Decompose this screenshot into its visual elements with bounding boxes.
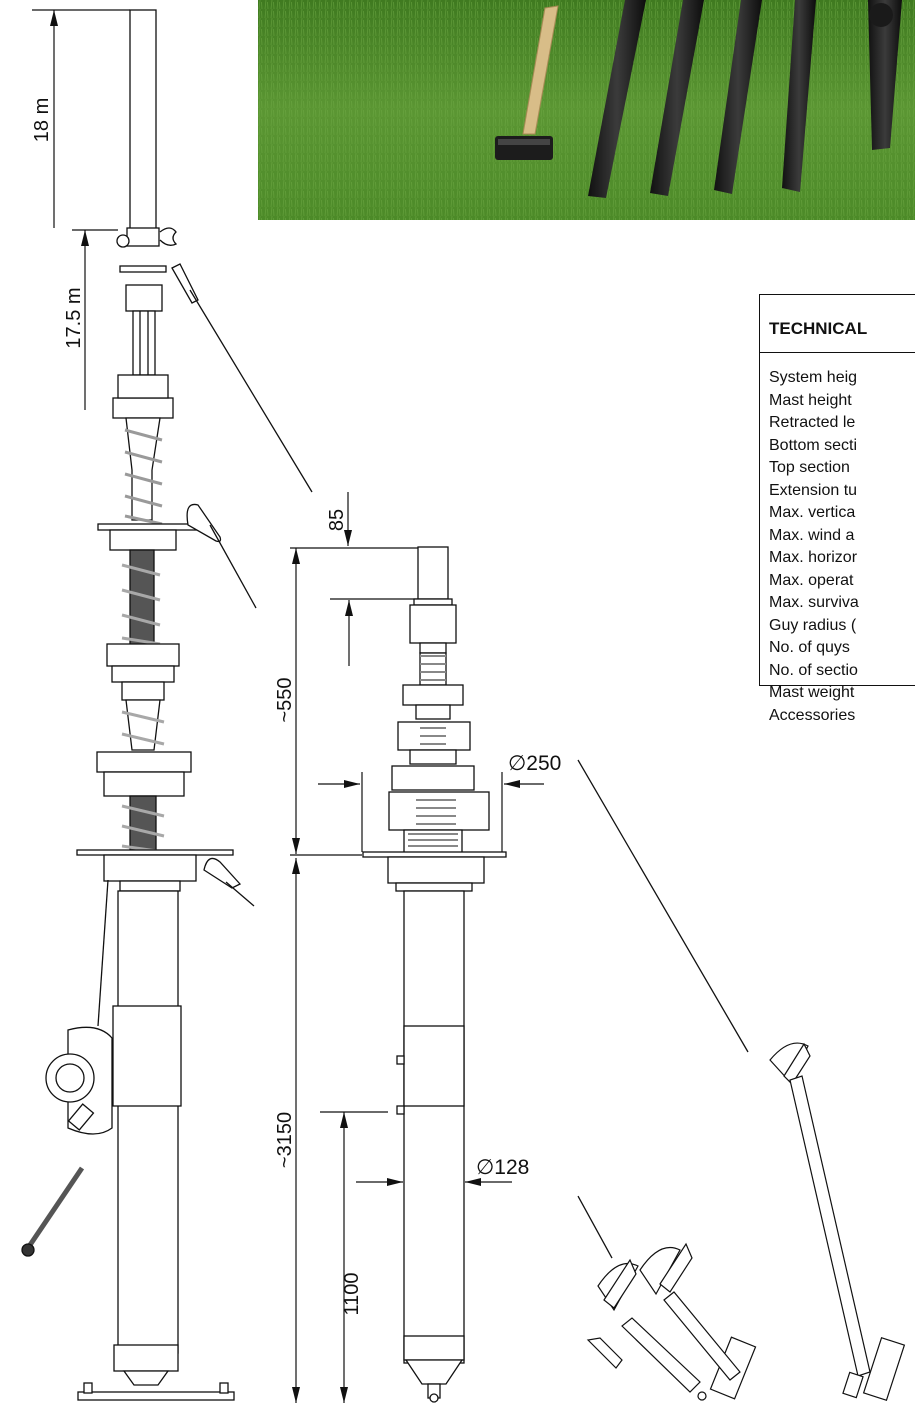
spec-row: Top section <box>769 459 850 476</box>
spec-row: Max. surviva <box>769 594 859 611</box>
spec-row: Max. wind a <box>769 526 855 544</box>
spec-row: Max. operat <box>769 571 854 589</box>
hammer-image <box>495 5 559 160</box>
guy-anchor-right <box>769 1042 906 1402</box>
dimension-1100 <box>320 1111 388 1403</box>
dimension-250 <box>318 772 544 852</box>
label-17-5m: 17.5 m <box>63 287 85 348</box>
label-18m: 18 m <box>31 98 53 142</box>
mast-extended <box>76 9 242 1401</box>
ground-stake-images <box>588 0 902 198</box>
guy-anchor-middle <box>639 1242 741 1381</box>
spec-row: No. of sectio <box>769 661 858 679</box>
label-250: ∅250 <box>508 752 561 775</box>
technical-specs-table: TECHNICAL System heig Mast height Retrac… <box>759 294 915 724</box>
spec-row: No. of quys <box>769 639 850 656</box>
winch <box>21 879 113 1257</box>
spec-row: Max. horizor <box>769 549 858 566</box>
label-85: 85 <box>326 509 348 531</box>
dimension-128 <box>356 1178 512 1186</box>
spec-row: Bottom secti <box>769 436 858 454</box>
photo-accessories <box>258 0 915 220</box>
dimension-17-5m <box>72 229 118 410</box>
dimension-3150 <box>292 858 300 1403</box>
spec-row: Mast height <box>769 391 852 409</box>
mast-retracted <box>362 546 507 1403</box>
spec-row: Extension tu <box>769 481 858 499</box>
spec-row: Max. vertica <box>769 504 856 521</box>
dimension-550 <box>290 548 362 856</box>
spec-row: Accessories <box>769 706 856 724</box>
guy-wires <box>189 289 749 1259</box>
specs-heading: TECHNICAL <box>760 295 915 353</box>
dimension-18m <box>32 9 130 228</box>
specs-rows: System heig Mast height Retracted le Bot… <box>760 353 915 727</box>
spec-row: Guy radius ( <box>769 616 857 634</box>
spec-row: Retracted le <box>769 414 856 431</box>
label-3150: ~3150 <box>274 1112 296 1168</box>
label-128: ∅128 <box>476 1156 529 1179</box>
spec-row: Mast weight <box>769 684 855 701</box>
label-1100: 1100 <box>341 1272 363 1315</box>
spec-row: System heig <box>769 369 858 386</box>
label-550: ~550 <box>274 677 296 722</box>
